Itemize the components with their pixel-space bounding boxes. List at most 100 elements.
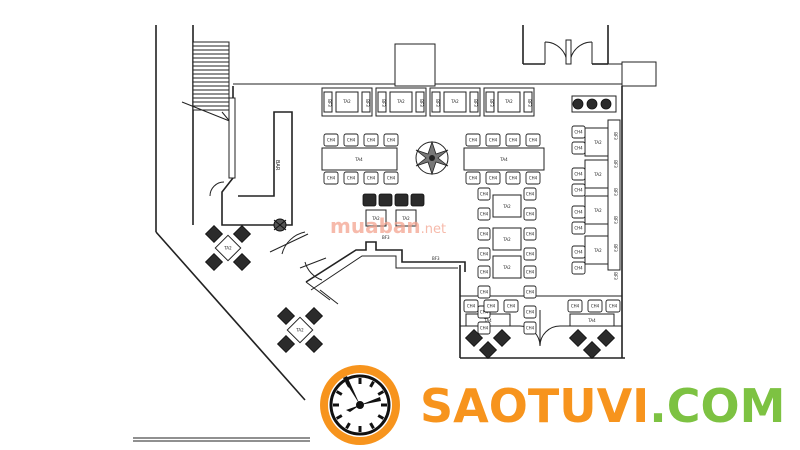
chair bbox=[477, 321, 491, 335]
chair bbox=[465, 171, 481, 185]
chair bbox=[571, 183, 586, 197]
plan-label: CH4 bbox=[526, 310, 535, 315]
partitions: BF3 BF3 bbox=[269, 231, 466, 305]
chair bbox=[523, 187, 537, 201]
sofa-chair bbox=[276, 306, 296, 326]
chair bbox=[463, 299, 479, 313]
plan-label: CH4 bbox=[487, 304, 496, 309]
chair bbox=[523, 207, 537, 221]
planter bbox=[571, 95, 617, 113]
chair bbox=[343, 133, 359, 147]
plan-label: CH4 bbox=[489, 176, 498, 181]
sofa-chair bbox=[410, 193, 425, 207]
plan-label: BF3 bbox=[613, 244, 618, 252]
sofa-chair bbox=[464, 328, 484, 348]
plan-label: TA4 bbox=[499, 157, 508, 162]
chair bbox=[571, 167, 586, 181]
plan-label: BF3 bbox=[327, 99, 332, 107]
plan-label: CH4 bbox=[609, 304, 618, 309]
plan-label: CH4 bbox=[507, 304, 516, 309]
plan-label: CH4 bbox=[467, 304, 476, 309]
table bbox=[286, 316, 314, 344]
plan-label: CH4 bbox=[509, 176, 518, 181]
plan-label: CH4 bbox=[574, 226, 583, 231]
chair bbox=[485, 171, 501, 185]
plan-label: CH4 bbox=[327, 176, 336, 181]
sofa-chair bbox=[232, 252, 252, 272]
plan-label: CH4 bbox=[367, 176, 376, 181]
plant-small bbox=[273, 218, 287, 232]
bench-seat bbox=[415, 91, 425, 113]
plan-label: BF3 bbox=[473, 99, 478, 107]
plan-label: TA2 bbox=[593, 140, 602, 145]
chair bbox=[525, 133, 541, 147]
clock-tick bbox=[345, 422, 351, 430]
table bbox=[395, 209, 417, 227]
chair bbox=[505, 171, 521, 185]
svg-text:BF3: BF3 bbox=[432, 256, 440, 261]
plan-label: TA2 bbox=[295, 328, 304, 333]
chair bbox=[477, 285, 491, 299]
plan-label: BF3 bbox=[527, 99, 532, 107]
plan-label: CH4 bbox=[387, 138, 396, 143]
plan-label: TA4 bbox=[354, 157, 363, 162]
wall-bench bbox=[607, 119, 621, 271]
plan-label: CH4 bbox=[574, 188, 583, 193]
plan-label: CH4 bbox=[480, 326, 489, 331]
pot bbox=[586, 98, 598, 110]
chair bbox=[571, 261, 586, 275]
plan-label: TA2 bbox=[396, 99, 405, 104]
brand-logo: SAOTUVI.COM bbox=[320, 365, 785, 445]
plan-label: BF3 bbox=[613, 216, 618, 224]
sofa-chair bbox=[596, 328, 616, 348]
chair bbox=[523, 265, 537, 279]
plan-label: TA2 bbox=[502, 237, 511, 242]
plan-label: CH4 bbox=[574, 172, 583, 177]
plan-label: TA2 bbox=[371, 216, 380, 221]
sofa-chair bbox=[582, 340, 602, 360]
chair bbox=[483, 299, 499, 313]
chair bbox=[383, 133, 399, 147]
plan-label: TA2 bbox=[401, 216, 410, 221]
sofa-chair bbox=[568, 328, 588, 348]
bench-seat bbox=[361, 91, 371, 113]
chair bbox=[343, 171, 359, 185]
plan-label: TA2 bbox=[593, 208, 602, 213]
plan-label: CH4 bbox=[367, 138, 376, 143]
plan-label: CH4 bbox=[526, 252, 535, 257]
plan-label: BF3 bbox=[613, 188, 618, 196]
bench-seat bbox=[431, 91, 441, 113]
sofa-chair bbox=[304, 334, 324, 354]
long-table bbox=[463, 147, 545, 171]
chair bbox=[363, 133, 379, 147]
sofa-chair bbox=[394, 193, 409, 207]
plan-label: CH4 bbox=[526, 290, 535, 295]
plan-label: CH4 bbox=[529, 138, 538, 143]
chair bbox=[523, 247, 537, 261]
plan-label: CH4 bbox=[480, 270, 489, 275]
plan-label: CH4 bbox=[526, 326, 535, 331]
clock-tick bbox=[335, 414, 343, 420]
plan-label: CH4 bbox=[591, 304, 600, 309]
plant-center bbox=[415, 140, 449, 176]
table bbox=[335, 91, 359, 113]
chair bbox=[571, 125, 586, 139]
chair bbox=[525, 171, 541, 185]
plan-label: CH4 bbox=[574, 266, 583, 271]
chair bbox=[523, 305, 537, 319]
plan-label: CH4 bbox=[526, 212, 535, 217]
plan-label: CH4 bbox=[480, 252, 489, 257]
chair bbox=[477, 247, 491, 261]
plan-label: CH4 bbox=[489, 138, 498, 143]
table bbox=[365, 209, 387, 227]
sofa-chair bbox=[232, 224, 252, 244]
clock-tick bbox=[377, 414, 385, 420]
watermark: muaban.net bbox=[330, 214, 446, 238]
plan-label: CH4 bbox=[469, 176, 478, 181]
bench-seat bbox=[523, 91, 533, 113]
sofa-chair bbox=[304, 306, 324, 326]
plan-label: TA2 bbox=[223, 246, 232, 251]
chair bbox=[571, 221, 586, 235]
